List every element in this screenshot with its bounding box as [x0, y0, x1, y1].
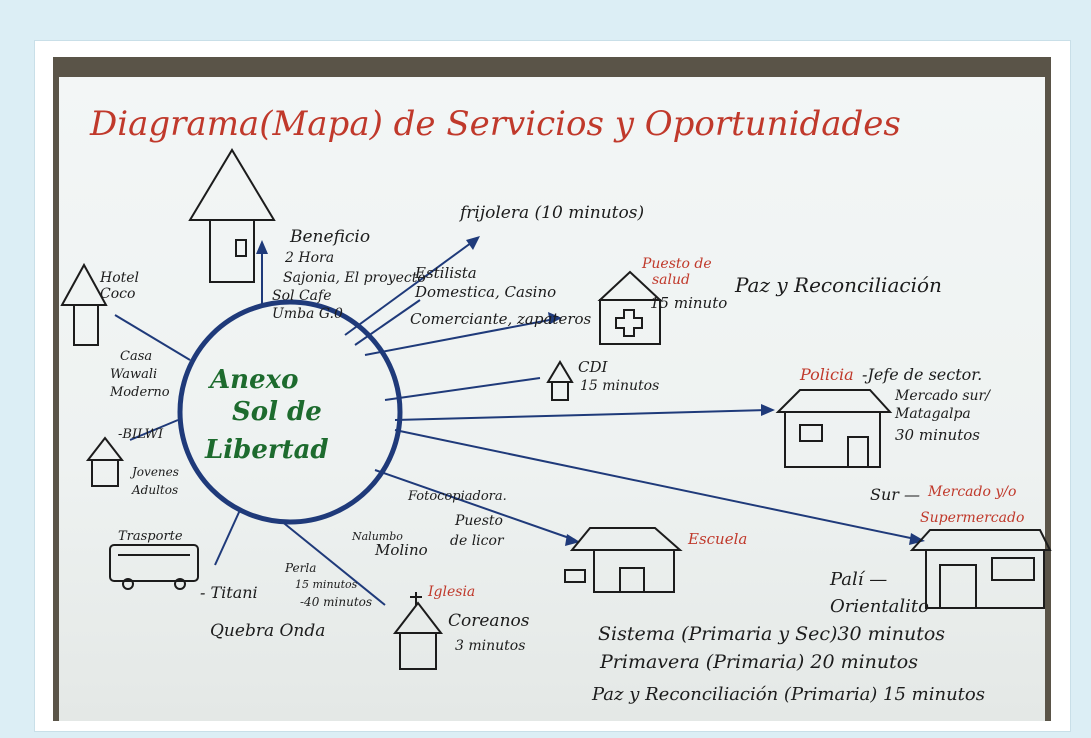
label-coreanos-time: 3 minutos — [455, 638, 525, 654]
label-perla: Perla — [284, 561, 316, 575]
label-estilista: Estilista — [414, 264, 477, 282]
market — [909, 529, 1052, 551]
arrow-policia — [394, 409, 771, 421]
church — [392, 601, 444, 634]
label-pali: Palí — — [829, 569, 887, 590]
diagram-title: Diagrama(Mapa) de Servicios y Oportunida… — [89, 104, 901, 144]
label-hotel: Hotel — [99, 270, 139, 286]
arrowhead — [548, 312, 562, 324]
label-policia-4: Matagalpa — [894, 406, 971, 422]
house-beneficio-body — [209, 219, 255, 283]
arrowhead — [909, 533, 925, 545]
bus — [109, 544, 199, 582]
label-puesto-time: 15 minuto — [650, 294, 727, 312]
label-quebra: Quebra Onda — [210, 621, 325, 641]
label-policia-3: Mercado sur/ — [894, 388, 991, 404]
label-beneficio-3: Sol Cafe — [272, 288, 331, 304]
label-beneficio-time: 2 Hora — [284, 250, 334, 266]
label-cdi-time: 15 minutos — [580, 378, 659, 394]
label-jovenes: Jovenes — [129, 465, 179, 479]
house-bilwi — [85, 436, 125, 461]
label-puesto-salud: Puesto de — [641, 256, 712, 272]
arrow-trasporte — [214, 509, 241, 566]
label-frijolera: frijolera (10 minutos) — [458, 203, 644, 223]
center-line3: Libertad — [204, 435, 329, 465]
arrow-hotel — [114, 314, 191, 361]
label-policia-5: 30 minutos — [895, 426, 980, 444]
arrow-estilista — [354, 299, 421, 346]
arrowhead — [256, 240, 268, 254]
arrow-bilwi — [129, 419, 179, 441]
label-sistema: Sistema (Primaria y Sec)30 minutos — [598, 623, 945, 645]
arrow-cdi — [384, 377, 541, 401]
label-mercado: Mercado y/o — [927, 484, 1016, 500]
label-perla-time: 15 minutos — [295, 578, 358, 591]
center-line2: Sol de — [232, 397, 322, 427]
house-beneficio — [188, 148, 276, 221]
arrow-frijolera — [344, 239, 476, 336]
image-frame — [34, 40, 1071, 732]
label-trasporte: Trasporte — [118, 529, 183, 544]
police-station — [775, 389, 893, 413]
center-line1: Anexo — [207, 365, 298, 395]
label-casa-2: Wawali — [110, 367, 157, 382]
label-casa: Casa — [120, 349, 152, 364]
label-primavera: Primavera (Primaria) 20 minutos — [599, 651, 918, 673]
label-policia-2: -Jefe de sector. — [862, 365, 982, 384]
label-sur: Sur — — [870, 485, 920, 504]
label-cdi: CDI — [578, 358, 609, 376]
label-paz: Paz y Reconciliación — [734, 273, 942, 297]
label-casa-3: Moderno — [109, 385, 170, 400]
label-nalumbo: Nalumbo — [351, 530, 403, 543]
label-beneficio-4: Umba G.0 — [272, 306, 343, 322]
label-policia: Policia — [799, 365, 854, 384]
label-comerciante: Comerciante, zapateros — [410, 310, 592, 328]
house-cdi — [546, 360, 574, 383]
label-puesto-salud-2: salud — [652, 272, 690, 288]
label-puesto-licor-2: de licor — [450, 533, 505, 549]
label-beneficio: Beneficio — [289, 227, 370, 247]
label-fotocopiadora: Fotocopiadora. — [407, 489, 507, 504]
label-beneficio-2: Sajonia, El proyecto — [283, 270, 426, 286]
arrowhead — [761, 404, 775, 416]
arrowhead — [466, 236, 480, 250]
label-molino: Molino — [374, 541, 428, 559]
label-supermercado: Supermercado — [920, 510, 1024, 526]
school — [569, 527, 683, 551]
label-coreanos: Coreanos — [448, 611, 530, 631]
label-domestica: Domestica, Casino — [414, 283, 556, 301]
label-titani: - Titani — [200, 583, 258, 602]
arrow-puesto — [364, 317, 561, 356]
center-circle — [177, 299, 403, 525]
label-puesto-licor: Puesto — [454, 513, 503, 529]
label-paz-rec: Paz y Reconciliación (Primaria) 15 minut… — [591, 684, 985, 705]
label-orientalito: Orientalito — [830, 596, 929, 617]
label-bilwi: -BILWI — [118, 427, 164, 442]
arrow-escuela — [374, 469, 576, 541]
arrowhead — [565, 534, 580, 546]
label-perla-time2: -40 minutos — [300, 595, 372, 609]
label-adultos: Adultos — [131, 483, 178, 497]
label-escuela: Escuela — [687, 530, 747, 548]
arrow-mercado — [394, 429, 921, 541]
label-hotel-2: Coco — [100, 286, 135, 302]
label-iglesia: Iglesia — [427, 584, 475, 600]
arrow-iglesia — [279, 519, 386, 606]
